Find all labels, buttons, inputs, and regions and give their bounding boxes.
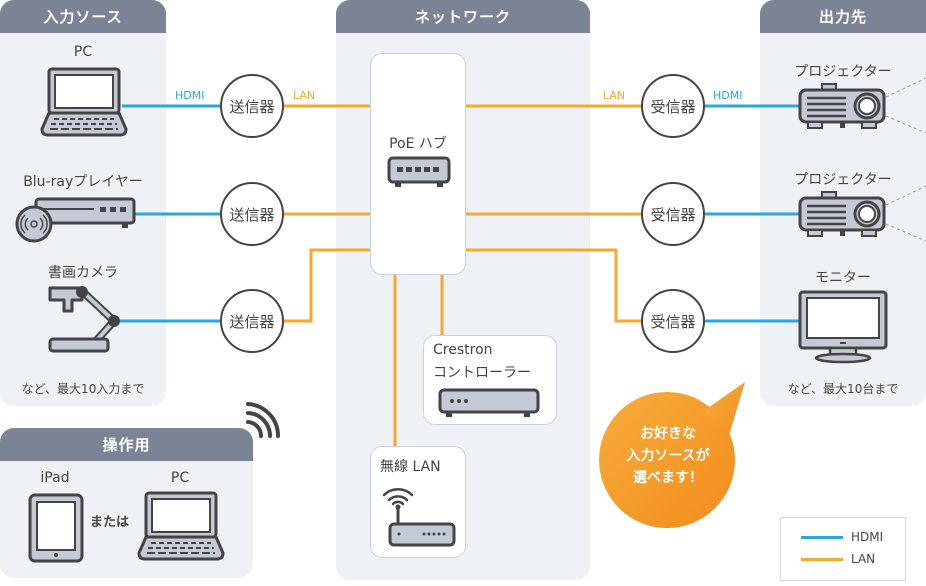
crestron-label-line2: コントローラー: [433, 365, 531, 381]
legend-item-lan: LAN: [801, 552, 875, 566]
monitor-icon: [798, 290, 888, 364]
input-note: など、最大10入力まで: [21, 382, 145, 396]
switch-hub-icon: [387, 156, 451, 187]
operation-title: 操作用: [0, 428, 253, 461]
callout-line: 選べます！: [633, 470, 703, 486]
outputs-title: 出力先: [760, 0, 926, 33]
output-label-projector-1: プロジェクター: [794, 64, 892, 80]
tablet-icon: [28, 493, 84, 563]
receiver-node: 受信器: [641, 74, 705, 138]
document-camera-icon: [48, 286, 120, 353]
projector-beam: [885, 185, 926, 206]
lan-line-tx3: [284, 248, 372, 323]
input-label-bluray: Blu-rayプレイヤー: [23, 174, 143, 190]
callout-bubble: [599, 382, 745, 528]
output-note: など、最大10台まで: [787, 382, 899, 396]
wifi-router-icon: [382, 488, 456, 547]
crestron-label-line1: Crestron: [433, 342, 493, 358]
input-label-camera: 書画カメラ: [48, 265, 118, 281]
laptop-icon: [40, 67, 128, 137]
callout-line: お好きな: [640, 426, 696, 442]
input-lan-label: LAN: [293, 89, 316, 102]
poe-hub-label: PoE ハブ: [389, 136, 447, 152]
laptop-icon: [137, 491, 225, 561]
legend: HDMI LAN: [780, 517, 906, 581]
projector-beam: [885, 115, 926, 134]
controller-icon: [438, 388, 540, 417]
bluray-player-icon: [15, 197, 136, 243]
legend-label: HDMI: [851, 530, 884, 544]
network-title: ネットワーク: [336, 0, 590, 33]
output-hdmi-label: HDMI: [713, 89, 743, 102]
output-label-projector-2: プロジェクター: [794, 172, 892, 188]
legend-item-hdmi: HDMI: [801, 530, 883, 544]
operation-label-pc: PC: [170, 470, 190, 486]
projector-beam: [885, 223, 926, 242]
callout-text: お好きな 入力ソースが 選べます！: [604, 423, 732, 489]
transmitter-node: 送信器: [220, 74, 284, 138]
operation-label-ipad: iPad: [40, 470, 70, 486]
projector-icon: [798, 191, 886, 237]
projector-beam: [885, 77, 926, 98]
input-label-pc: PC: [73, 44, 93, 60]
output-lan-label: LAN: [603, 89, 626, 102]
input-hdmi-label: HDMI: [175, 89, 205, 102]
wireless-signal-icon: [246, 402, 281, 438]
receiver-node: 受信器: [641, 289, 705, 353]
transmitter-node: 送信器: [220, 182, 284, 246]
legend-swatch-hdmi: [801, 535, 843, 539]
output-label-monitor: モニター: [815, 270, 871, 286]
or-label: または: [90, 515, 130, 530]
lan-line-rx3: [466, 248, 641, 323]
projector-icon: [798, 83, 886, 129]
legend-label: LAN: [851, 552, 876, 566]
callout-line: 入力ソースが: [626, 448, 710, 464]
wireless-lan-label: 無線 LAN: [380, 459, 441, 475]
receiver-node: 受信器: [641, 182, 705, 246]
legend-swatch-lan: [801, 557, 843, 561]
input-sources-title: 入力ソース: [0, 0, 166, 33]
transmitter-node: 送信器: [220, 289, 284, 353]
